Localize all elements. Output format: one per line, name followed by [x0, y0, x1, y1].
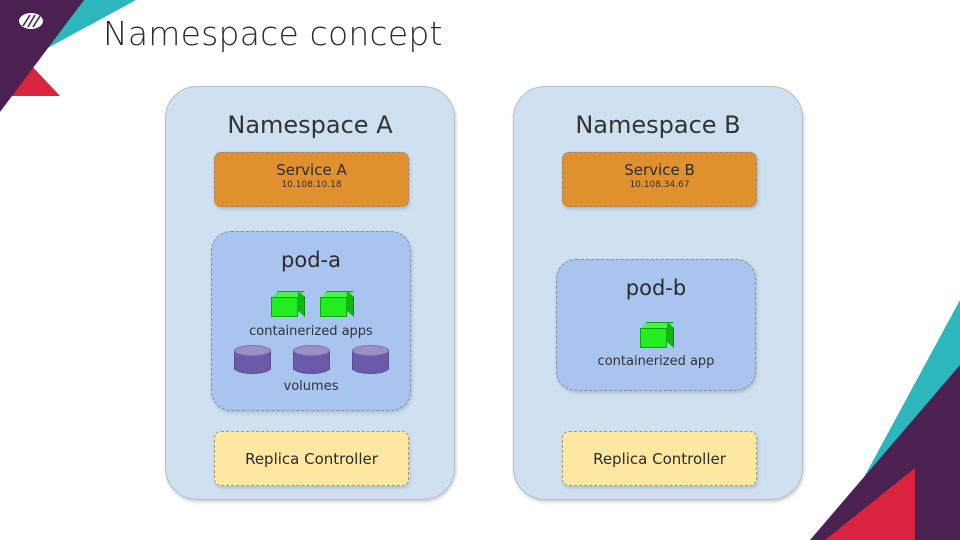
service-b-ip: 10.108.34.67 — [629, 180, 690, 190]
pod-b-title: pod-b — [625, 276, 687, 300]
namespace-a-container: Namespace A Service A 10.108.10.18 pod-a… — [165, 86, 455, 500]
company-logo-icon — [19, 13, 43, 29]
service-b-name: Service B — [624, 161, 695, 179]
page-title: Namespace concept — [103, 14, 443, 53]
pod-a-volumes-caption: volumes — [283, 379, 339, 394]
pod-b-containers-caption: containerized app — [597, 354, 715, 369]
volume-cylinder-icon — [233, 345, 271, 374]
pod-a-container-row — [212, 291, 410, 317]
namespace-a-replica-controller[interactable]: Replica Controller — [214, 431, 409, 486]
service-a-box[interactable]: Service A 10.108.10.18 — [214, 152, 409, 207]
namespace-b-replica-controller[interactable]: Replica Controller — [562, 431, 757, 486]
service-b-box[interactable]: Service B 10.108.34.67 — [562, 152, 757, 207]
service-a-name: Service A — [276, 161, 347, 179]
namespace-b-title: Namespace B — [575, 111, 741, 139]
pod-a-box[interactable]: pod-a containerized apps — [211, 231, 411, 411]
corner-triangle-crimson-bottom-right — [825, 468, 915, 540]
volume-cylinder-icon — [292, 345, 330, 374]
namespace-b-container: Namespace B Service B 10.108.34.67 pod-b… — [513, 86, 803, 500]
pod-a-containers-caption: containerized apps — [249, 324, 373, 339]
container-cube-icon — [270, 291, 305, 317]
volume-cylinder-icon — [351, 345, 389, 374]
service-a-ip: 10.108.10.18 — [281, 180, 342, 190]
container-cube-icon — [640, 322, 674, 348]
pod-a-title: pod-a — [281, 248, 341, 272]
container-cube-icon — [319, 291, 354, 317]
namespace-a-title: Namespace A — [227, 111, 393, 139]
pod-b-box[interactable]: pod-b containerized app — [556, 259, 756, 391]
pod-b-container-row — [557, 322, 755, 348]
pod-a-volume-row — [212, 345, 410, 374]
